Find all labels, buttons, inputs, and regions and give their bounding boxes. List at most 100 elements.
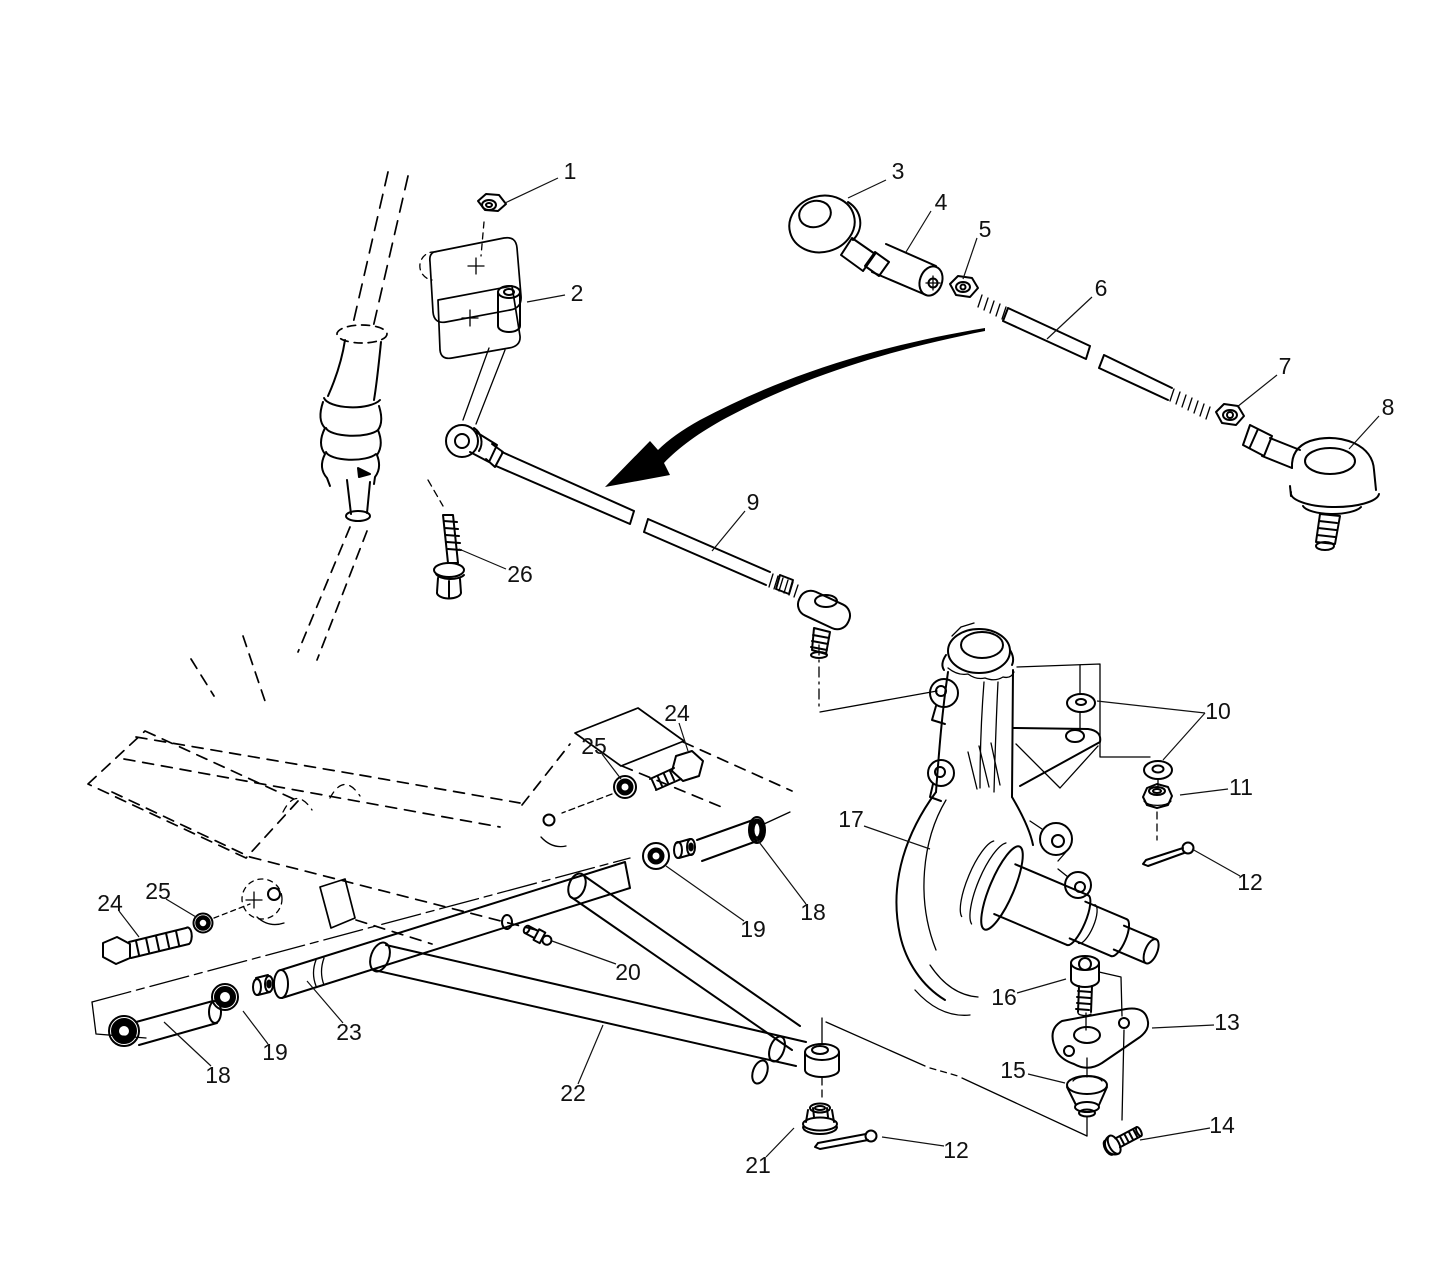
bolt-14 xyxy=(1102,1126,1143,1156)
washer-10b xyxy=(1143,760,1173,780)
jam-nut-5 xyxy=(949,275,979,298)
callout-8-7: 8 xyxy=(1382,394,1395,420)
callout-leader-16 xyxy=(1016,978,1067,994)
steering-post xyxy=(319,171,409,522)
callout-leader-9 xyxy=(711,510,746,552)
callout-leader-22 xyxy=(577,1024,604,1085)
callout-leader-3 xyxy=(847,179,887,199)
washer-19a xyxy=(642,842,670,870)
callout-leader-17 xyxy=(863,825,931,850)
callout-15-29: 15 xyxy=(1000,1057,1026,1083)
callout-17-13: 17 xyxy=(838,806,864,832)
apex-ball-joint xyxy=(802,1017,878,1150)
spacer-sleeve xyxy=(252,974,274,996)
callout-25-15: 25 xyxy=(581,733,607,759)
callout-24-19: 24 xyxy=(97,890,123,916)
callout-leader-26 xyxy=(458,548,507,570)
callout-leader-25 xyxy=(165,898,197,918)
direction-arrow xyxy=(605,328,985,487)
callout-leader-24 xyxy=(678,722,689,752)
callout-23-21: 23 xyxy=(336,1019,362,1045)
grease-fitting-20 xyxy=(501,914,553,946)
cotter-pin-12b xyxy=(814,1129,878,1150)
spacer-sleeve-top xyxy=(673,838,696,859)
callout-12-26: 12 xyxy=(943,1137,969,1163)
frame-sketch xyxy=(87,526,793,945)
steering-post-clamp xyxy=(419,221,522,425)
callout-leader-2 xyxy=(526,294,566,303)
washer-25a xyxy=(561,775,637,814)
callout-leader-19 xyxy=(242,1010,269,1045)
callout-22-24: 22 xyxy=(560,1080,586,1106)
frame-bolt-24b xyxy=(102,926,193,965)
callout-25-20: 25 xyxy=(145,878,171,904)
callout-leader-1 xyxy=(504,177,559,204)
tie-rod-9 xyxy=(643,518,852,659)
washer-10a xyxy=(1066,693,1096,713)
washer-25b xyxy=(192,903,251,934)
frame-details xyxy=(241,707,685,929)
steering-knuckle-17 xyxy=(895,622,1160,1016)
callout-leader-18 xyxy=(755,837,807,905)
callout-3-2: 3 xyxy=(892,158,905,184)
callout-16-27: 16 xyxy=(991,984,1017,1010)
ball-joint-cup-15 xyxy=(1066,1057,1108,1118)
callout-20-18: 20 xyxy=(615,959,641,985)
clamp-bolt-26 xyxy=(427,479,465,600)
callout-leader-13 xyxy=(1151,1024,1215,1029)
callout-1-0: 1 xyxy=(564,158,577,184)
bolt-16 xyxy=(1070,955,1100,1017)
washer-19b xyxy=(211,983,239,1011)
callout-2-1: 2 xyxy=(571,280,584,306)
callout-10-10: 10 xyxy=(1205,698,1231,724)
callout-leader-5 xyxy=(962,237,978,280)
a-arm-front-tube xyxy=(567,872,801,1051)
callout-14-30: 14 xyxy=(1209,1112,1235,1138)
callout-9-8: 9 xyxy=(747,489,760,515)
callout-leader-25 xyxy=(601,753,622,780)
pivot-bolt-18a xyxy=(696,816,766,862)
a-arm-rear-tube xyxy=(369,941,807,1067)
a-arm-22 xyxy=(91,857,807,1085)
callout-21-25: 21 xyxy=(745,1152,771,1178)
callout-12-12: 12 xyxy=(1237,869,1263,895)
inner-tie-rod-end xyxy=(445,424,635,525)
upper-mount-hardware xyxy=(818,644,1195,867)
tie-rod-end-3 xyxy=(788,194,890,277)
callout-leader-20 xyxy=(551,940,617,965)
callout-leader-4 xyxy=(905,210,932,253)
callout-26-9: 26 xyxy=(507,561,533,587)
callout-leader-11 xyxy=(1179,788,1229,796)
callout-leader-19 xyxy=(665,865,745,922)
callout-19-22: 19 xyxy=(262,1039,288,1065)
pivot-bolt-18b xyxy=(108,1000,222,1047)
callout-leader-23 xyxy=(306,980,344,1024)
callout-24-14: 24 xyxy=(664,700,690,726)
callout-19-17: 19 xyxy=(740,916,766,942)
callout-5-4: 5 xyxy=(979,216,992,242)
castle-nut-21 xyxy=(802,1102,838,1135)
jam-nut-7 xyxy=(1215,403,1245,426)
callout-leader-10 xyxy=(1162,712,1206,761)
callout-leader-21 xyxy=(765,1127,795,1158)
plate-13 xyxy=(1051,1007,1150,1069)
lower-mount-hardware xyxy=(825,955,1150,1156)
adjuster-4 xyxy=(871,243,944,297)
pivot-tube-23 xyxy=(273,861,631,999)
flange-nut-1 xyxy=(477,193,507,212)
tie-rod-end-8 xyxy=(1242,424,1380,551)
callout-13-28: 13 xyxy=(1214,1009,1240,1035)
callout-leader-7 xyxy=(1236,374,1278,408)
callout-18-16: 18 xyxy=(800,899,826,925)
callout-18-23: 18 xyxy=(205,1062,231,1088)
callout-leader-6 xyxy=(1046,296,1093,340)
callout-leader-15 xyxy=(1027,1073,1066,1084)
callout-leader-12 xyxy=(1191,848,1241,877)
callout-11-11: 11 xyxy=(1229,774,1253,800)
cotter-pin-12a xyxy=(1142,841,1195,867)
callout-leader-12 xyxy=(881,1136,945,1147)
callout-6-5: 6 xyxy=(1095,275,1108,301)
